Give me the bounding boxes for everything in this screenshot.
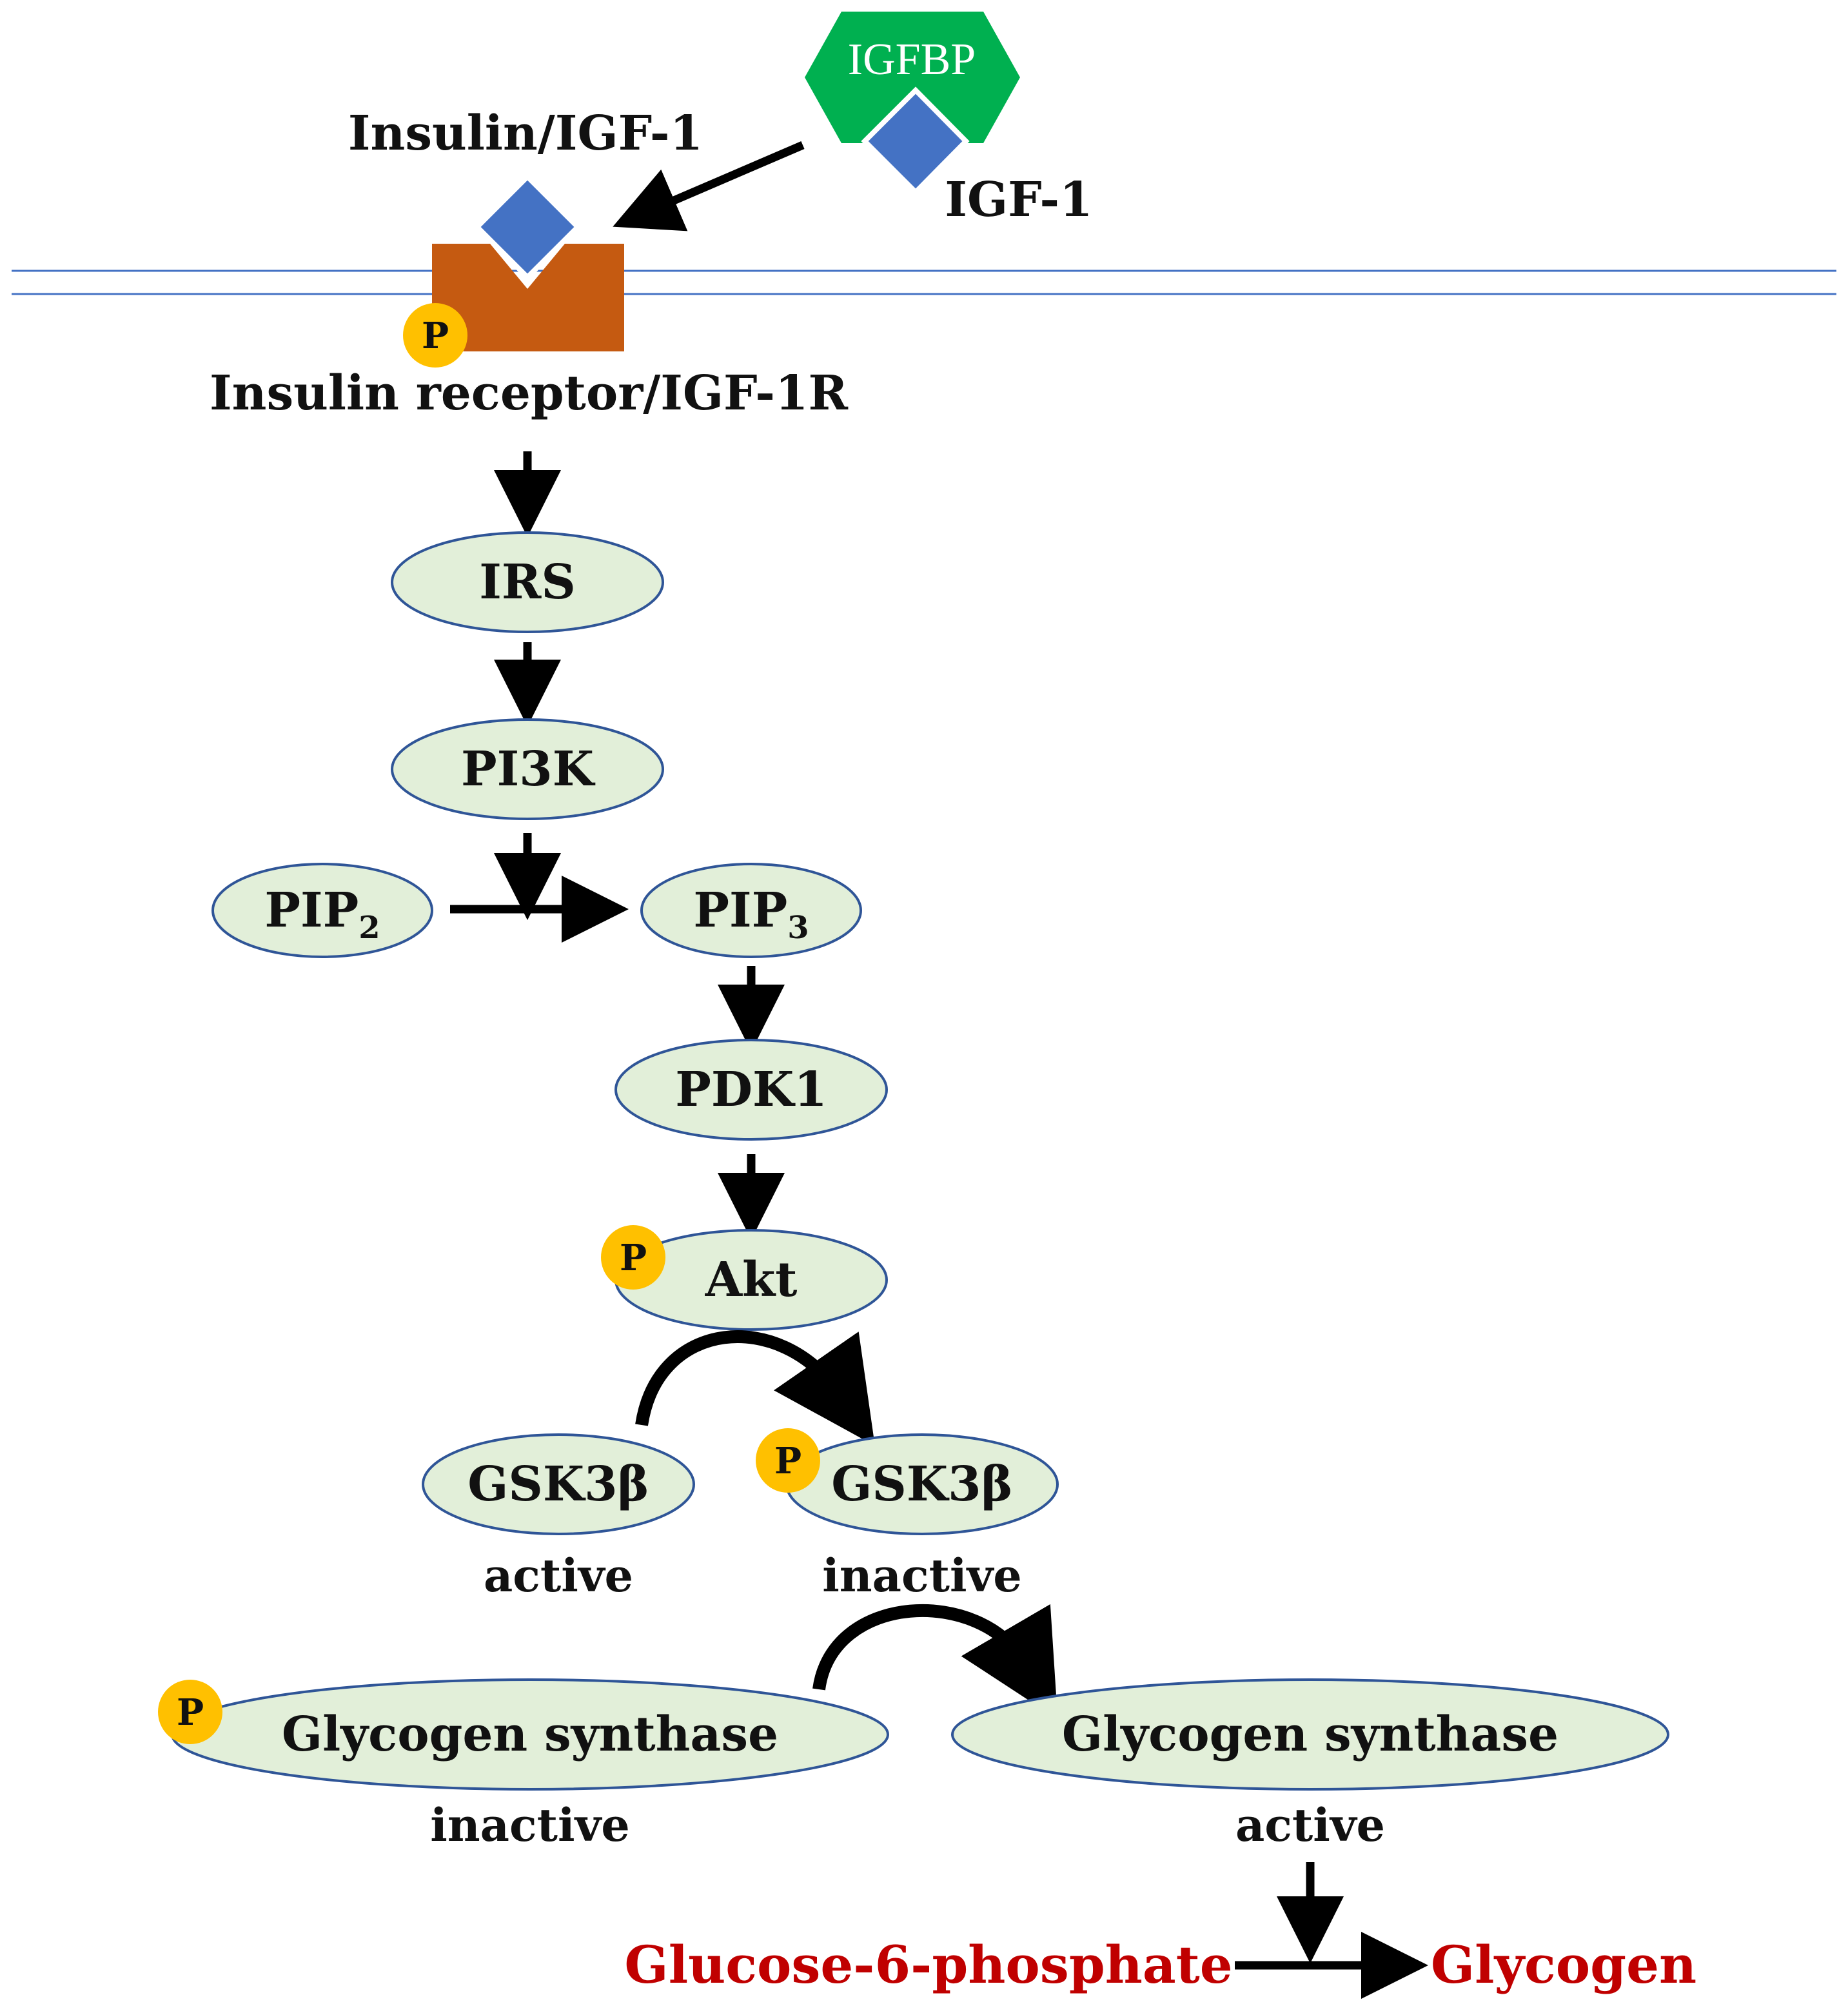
glycogen-synthase-inactive-node: Glycogen synthase P	[158, 1678, 889, 1791]
glycogen-synthase-phosphate-icon	[158, 1680, 222, 1744]
pdk1-label: PDK1	[675, 1062, 827, 1117]
arrow-gsk-phosphorylation	[635, 1330, 876, 1446]
akt-label: Akt	[705, 1252, 798, 1308]
glycogen-synthase-phosphate-label: P	[177, 1691, 204, 1734]
pi3k-node: PI3K	[391, 718, 664, 820]
pip2-label: PIP2	[264, 883, 380, 946]
pip2-node: PIP2	[211, 863, 433, 958]
pip3-node: PIP3	[640, 863, 862, 958]
receptor-phosphate-icon	[403, 303, 467, 368]
release-arrow	[613, 141, 805, 231]
glycogen-label: Glycogen	[1431, 1934, 1696, 1995]
gsk3b-active-label: GSK3β	[467, 1457, 649, 1512]
glycogen-synthase-active-state: active	[1235, 1798, 1385, 1852]
igf1-diamond-icon	[861, 86, 970, 196]
arrow-gs-dephosphorylation	[812, 1604, 1058, 1720]
receptor-label: Insulin receptor/IGF-1R	[210, 366, 848, 421]
receptor-icon	[432, 244, 624, 351]
insulin-igf1-label: Insulin/IGF-1	[348, 106, 703, 161]
igfbp-complex: IGFBP IGF-1	[805, 12, 1093, 228]
gsk3b-inactive-label: GSK3β	[831, 1457, 1013, 1512]
glucose-6-phosphate-label: Glucose-6-phosphate	[624, 1934, 1232, 1995]
pi3k-label: PI3K	[461, 742, 596, 797]
gsk3b-inactive-state: inactive	[822, 1549, 1022, 1602]
pdk1-node: PDK1	[614, 1039, 888, 1141]
insulin-receptor: P	[403, 173, 624, 368]
cell-membrane	[12, 270, 1836, 295]
pip3-label: PIP3	[693, 883, 809, 946]
receptor-phosphate-label: P	[422, 315, 449, 357]
ligand-diamond-icon	[473, 173, 582, 281]
akt-phosphate-label: P	[620, 1237, 647, 1279]
gsk3b-active-node: GSK3β	[422, 1433, 695, 1535]
gsk3b-phosphate-icon	[756, 1428, 820, 1493]
glycogen-synthase-active-node: Glycogen synthase	[951, 1678, 1669, 1791]
irs-node: IRS	[391, 531, 664, 633]
glycogen-synthase-active-label: Glycogen synthase	[1062, 1707, 1558, 1762]
glycogen-synthase-inactive-label: Glycogen synthase	[282, 1707, 778, 1762]
igfbp-hexagon-icon	[805, 12, 1020, 143]
akt-phosphate-icon	[601, 1225, 665, 1290]
gsk3b-inactive-node: GSK3β P	[756, 1428, 1059, 1535]
gsk3b-phosphate-label: P	[774, 1440, 801, 1482]
glycogen-synthase-inactive-state: inactive	[430, 1798, 630, 1852]
gsk3b-active-state: active	[484, 1549, 633, 1602]
irs-label: IRS	[479, 555, 576, 610]
igfbp-label: IGFBP	[848, 35, 976, 84]
akt-node: Akt P	[601, 1225, 888, 1331]
igf1-label: IGF-1	[945, 172, 1092, 228]
